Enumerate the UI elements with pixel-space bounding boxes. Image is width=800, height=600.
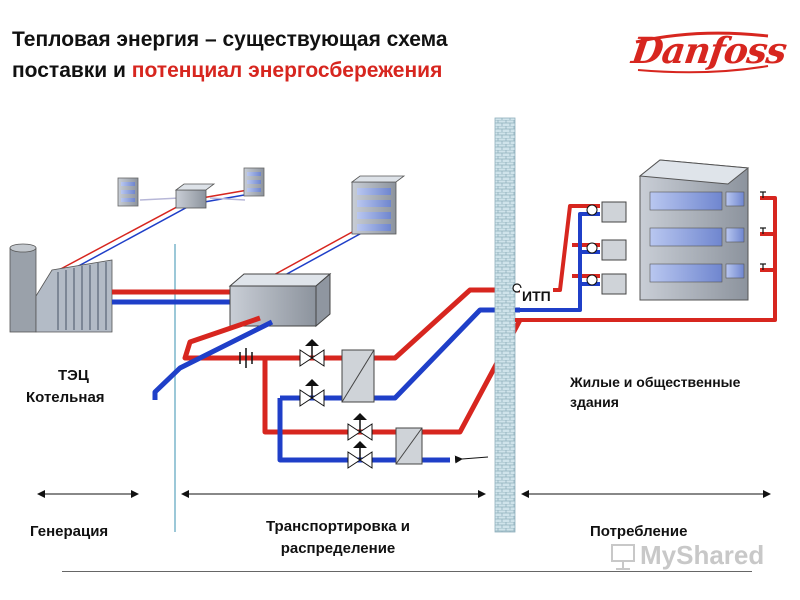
- label-generation: Генерация: [30, 523, 109, 540]
- slide-title: Тепловая энергия – существующая схема по…: [12, 24, 448, 86]
- residential-building-icon: [638, 159, 750, 301]
- label-boiler: Котельная: [26, 389, 105, 406]
- heat-station-box: [228, 272, 332, 328]
- presentation-icon: [611, 544, 635, 570]
- radiator-valve-icons: [760, 191, 766, 270]
- label-chp: ТЭЦ: [58, 367, 89, 384]
- title-line-1: Тепловая энергия – существующая схема: [12, 28, 448, 51]
- flow-arrow: [454, 455, 489, 464]
- heat-exchanger-large: [341, 349, 375, 403]
- distribution-return-pipes: [152, 307, 520, 463]
- valve-icon-2: [299, 379, 325, 407]
- label-itp: ИТП: [520, 288, 553, 304]
- label-buildings: Жилые и общественные здания: [570, 374, 741, 410]
- heat-exchanger-small: [395, 427, 423, 465]
- itp-unit-3: [601, 273, 627, 295]
- pump-icon-2: [586, 242, 598, 254]
- danfoss-logo-swoosh: [635, 31, 769, 74]
- title-line-2-accent: потенциал энергосбережения: [131, 59, 443, 82]
- watermark: MyShared: [640, 540, 764, 571]
- footer-rule: [62, 571, 752, 572]
- itp-unit-2: [601, 239, 627, 261]
- title-line-2: поставки и потенциал энергосбережения: [12, 55, 448, 86]
- building-wall: [494, 117, 516, 533]
- remote-building-right: [243, 167, 265, 197]
- pump-icon-3: [586, 274, 598, 286]
- label-consumption: Потребление: [590, 523, 688, 540]
- itp-unit-1: [601, 201, 627, 223]
- pump-icon-1: [586, 204, 598, 216]
- remote-building-tall: [350, 175, 406, 235]
- remote-substation: [174, 183, 216, 209]
- valve-icon-1: [299, 339, 325, 367]
- remote-building-left: [117, 177, 139, 207]
- valve-icon-4: [347, 441, 373, 469]
- label-transport: Транспортировка и распределение: [265, 518, 411, 557]
- valve-icon-3: [347, 413, 373, 441]
- pipe-joint-icon: [239, 348, 253, 368]
- chp-plant-icon: [9, 243, 113, 333]
- watermark-text: MyShared: [640, 540, 765, 570]
- title-line-2-prefix: поставки и: [12, 59, 132, 82]
- main-pipes: [112, 289, 235, 305]
